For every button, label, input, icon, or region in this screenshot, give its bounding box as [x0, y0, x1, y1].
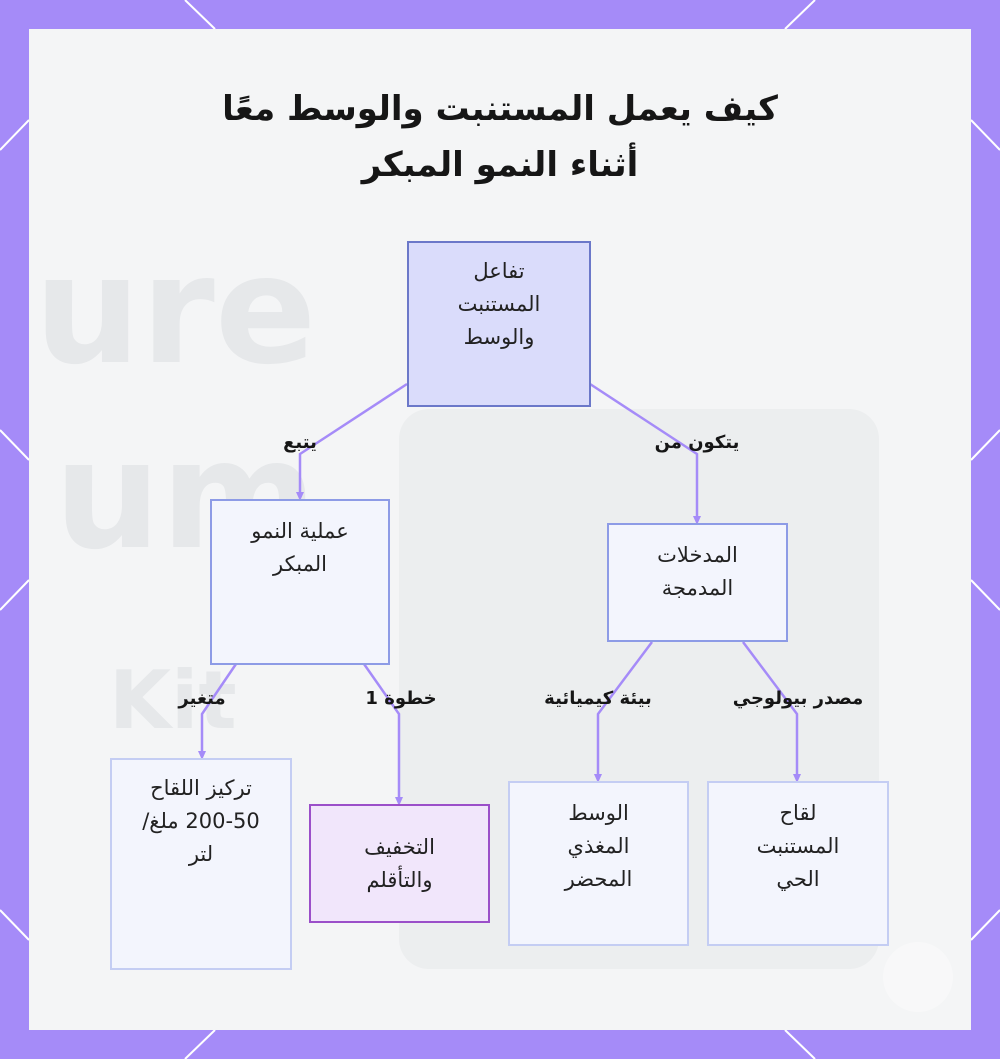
- edge-root-to-integrated-inputs: [589, 382, 701, 525]
- edge-label-step1: خطوة 1: [365, 688, 437, 709]
- node-early-growth: عملية النمو المبكر: [210, 499, 390, 665]
- node-inoculum-concentration-label: تركيز اللقاح 50-200 ملغ/لتر: [142, 776, 260, 866]
- node-live-inoculum-label: لقاح المستنبت الحي: [756, 801, 840, 891]
- watermark-logo: [883, 942, 953, 1012]
- node-root-label: تفاعل المستنبت والوسط: [457, 259, 541, 349]
- edge-label-follows: يتبع: [283, 432, 317, 453]
- node-integrated-inputs: المدخلات المدمجة: [607, 523, 788, 642]
- node-inoculum-concentration: تركيز اللقاح 50-200 ملغ/لتر: [110, 758, 292, 970]
- diagram-title-line1: كيف يعمل المستنبت والوسط معًا: [222, 89, 778, 129]
- diagram-title-line2: أثناء النمو المبكر: [361, 145, 639, 185]
- edge-label-consists-of: يتكون من: [654, 432, 740, 453]
- node-root: تفاعل المستنبت والوسط: [407, 241, 591, 407]
- edge-inputs-to-medium: [594, 641, 653, 783]
- background-text-1: ure: [34, 224, 317, 398]
- edge-label-variable: متغير: [178, 688, 226, 709]
- node-prepared-medium-label: الوسط المغذي المحضر: [564, 801, 633, 891]
- node-dilution-acclimation-label: التخفيف والتأقلم: [364, 834, 435, 892]
- background-text-3: Kit: [109, 654, 237, 747]
- edge-early-to-dilution: [362, 663, 403, 806]
- edge-label-chemical-env: بيئة كيميائية: [544, 688, 652, 709]
- node-integrated-inputs-label: المدخلات المدمجة: [657, 543, 738, 600]
- edge-root-to-early-growth: [296, 382, 408, 501]
- node-prepared-medium: الوسط المغذي المحضر: [508, 781, 689, 946]
- edge-label-bio-source: مصدر بيولوجي: [732, 688, 864, 709]
- edge-early-to-concentration: [198, 663, 238, 760]
- node-live-inoculum: لقاح المستنبت الحي: [707, 781, 889, 946]
- edge-inputs-to-inoculum: [742, 641, 801, 783]
- node-early-growth-label: عملية النمو المبكر: [251, 519, 349, 576]
- node-dilution-acclimation: التخفيف والتأقلم: [309, 804, 490, 923]
